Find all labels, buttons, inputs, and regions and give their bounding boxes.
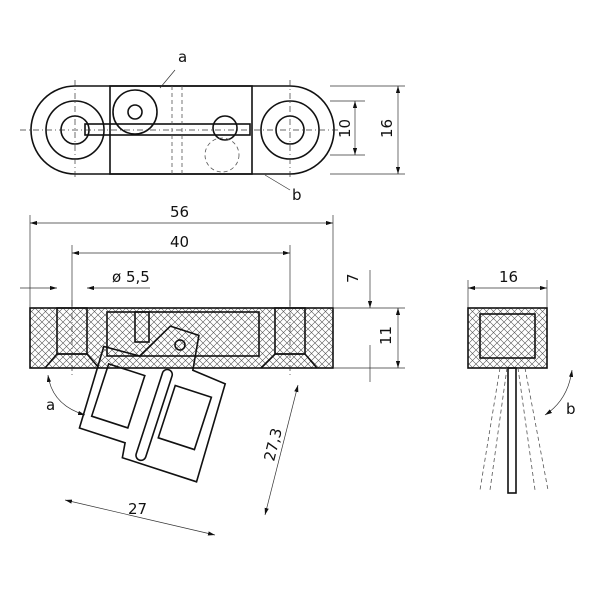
dim-7: 7 bbox=[344, 273, 362, 283]
dim-16-side: 16 bbox=[499, 268, 518, 286]
dim-10: 10 bbox=[336, 119, 354, 138]
side-view: 16 b bbox=[467, 268, 576, 494]
label-a-top: a bbox=[178, 48, 187, 66]
label-b-top: b bbox=[292, 186, 302, 204]
dim-diameter: ø 5,5 bbox=[112, 268, 150, 286]
top-view: a b 10 16 bbox=[20, 48, 405, 204]
lever bbox=[78, 325, 227, 483]
dim-56: 56 bbox=[170, 203, 189, 221]
dim-16-top: 16 bbox=[378, 119, 396, 138]
dim-40: 40 bbox=[170, 233, 189, 251]
dim-27-3: 27,3 bbox=[260, 426, 286, 463]
label-a-front: a bbox=[46, 396, 55, 414]
dim-27: 27 bbox=[128, 500, 147, 518]
front-view: 56 40 ø 5,5 7 11 a 27 bbox=[20, 203, 405, 536]
label-b-side: b bbox=[566, 400, 576, 418]
dim-11: 11 bbox=[377, 326, 395, 345]
